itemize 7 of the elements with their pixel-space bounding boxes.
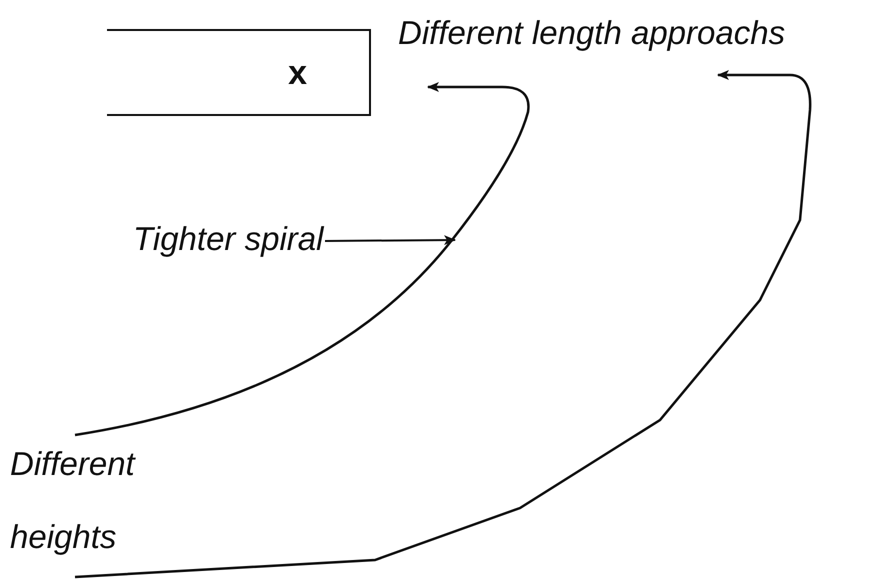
annotation-text: Different heights xyxy=(10,444,137,557)
cross-mark: x xyxy=(288,56,307,90)
annotation-text: Different length approachs xyxy=(398,14,786,52)
spiral-path-arrow xyxy=(74,82,530,436)
target-box xyxy=(107,29,371,116)
callout-text: Tighter spiral xyxy=(133,220,324,258)
leader-line xyxy=(325,235,456,246)
